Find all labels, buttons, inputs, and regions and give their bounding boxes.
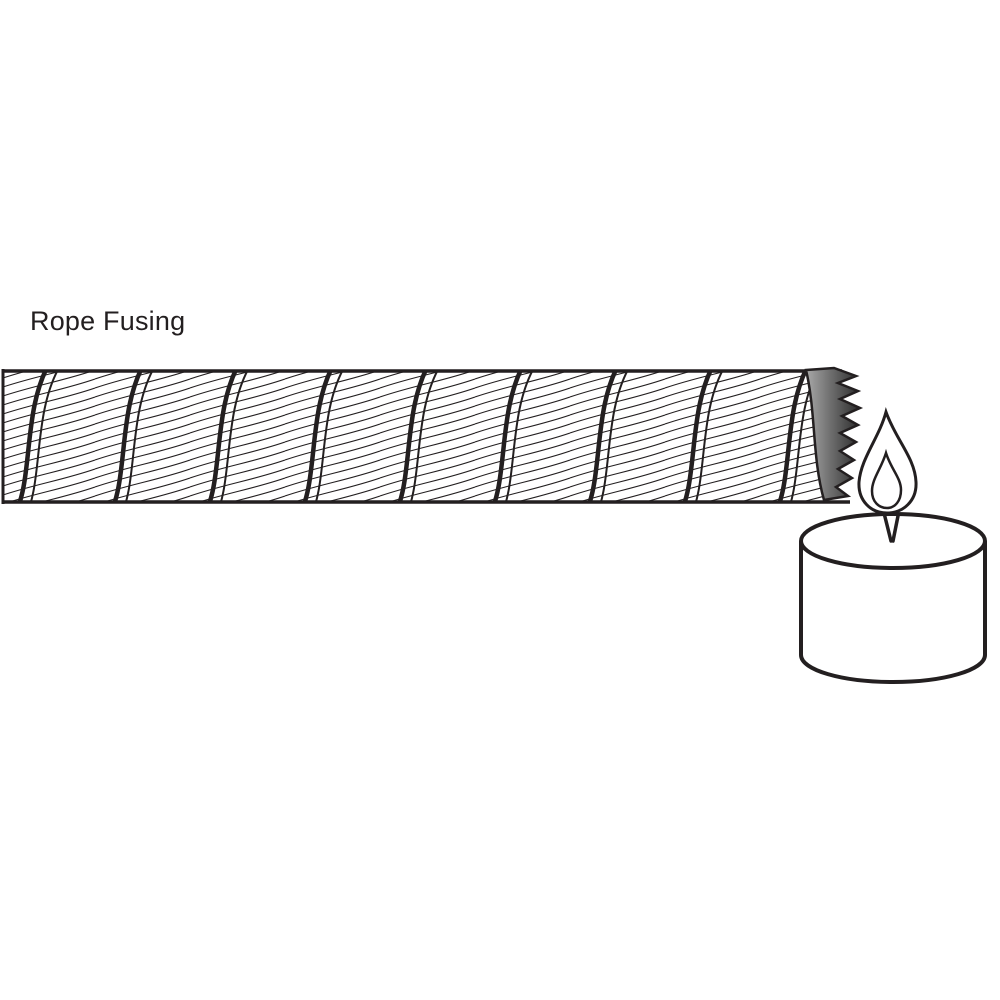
candle-body xyxy=(799,541,987,685)
candle-wick xyxy=(882,511,900,543)
fused-rope-end xyxy=(804,366,864,502)
rope-fiber-texture xyxy=(2,371,838,502)
flame-inner xyxy=(870,448,903,510)
illustration-title: Rope Fusing xyxy=(30,306,186,336)
twisted-rope xyxy=(1,369,850,504)
candle xyxy=(799,406,987,685)
